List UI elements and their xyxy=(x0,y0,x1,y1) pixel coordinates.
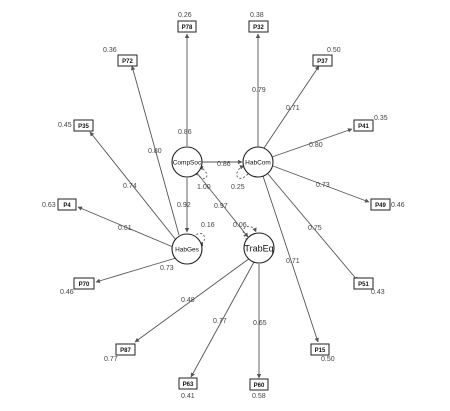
loading-edge-p35 xyxy=(89,131,177,241)
residual-value-p15: 0.50 xyxy=(321,356,335,363)
indicator-p51[interactable]: P51 xyxy=(353,277,374,290)
residual-value-p41: 0.35 xyxy=(374,115,388,122)
latent-trabeq[interactable]: TrabEq xyxy=(243,232,275,264)
loading-edge-p72 xyxy=(130,65,180,236)
loading-value-p60: 0.65 xyxy=(253,320,267,327)
indicator-label: P32 xyxy=(253,25,264,31)
loading-value-p63: 0.77 xyxy=(213,318,227,325)
loading-value-p70: 0.73 xyxy=(160,265,174,272)
indicator-label: P70 xyxy=(79,282,90,288)
indicator-p70[interactable]: P70 xyxy=(73,277,95,290)
loading-value-p41: 0.80 xyxy=(309,142,323,149)
latent-label: CompSoc xyxy=(173,160,202,167)
loading-edge-p37 xyxy=(263,65,320,149)
indicator-p41[interactable]: P41 xyxy=(353,119,374,132)
residual-value-p70: 0.46 xyxy=(60,289,74,296)
indicator-label: P41 xyxy=(358,124,369,130)
indicator-p32[interactable]: P32 xyxy=(248,20,269,33)
indicator-label: P60 xyxy=(254,383,265,389)
residual-value-p49: 0.46 xyxy=(391,202,405,209)
indicator-label: P49 xyxy=(375,203,386,209)
path-edge-compsoc-trabeq xyxy=(196,172,249,238)
indicator-label: P4 xyxy=(63,203,71,209)
loading-edge-p70 xyxy=(95,257,177,283)
residual-value-p72: 0.36 xyxy=(103,47,117,54)
residual-value-p63: 0.41 xyxy=(181,393,195,400)
path-value-compsoc-habges: 0.92 xyxy=(177,202,191,209)
residual-value-p60: 0.58 xyxy=(252,393,266,400)
indicator-p35[interactable]: P35 xyxy=(73,119,94,132)
residual-value-p37: 0.50 xyxy=(327,47,341,54)
indicator-p60[interactable]: P60 xyxy=(249,378,269,391)
loading-value-p51: 0.75 xyxy=(308,225,322,232)
loading-edge-p15 xyxy=(262,175,319,343)
loading-value-p72: 0.80 xyxy=(148,148,162,155)
indicator-label: P87 xyxy=(120,348,131,354)
path-value-compsoc-trabeq: 0.97 xyxy=(214,203,228,210)
latent-label: HabCom xyxy=(245,160,271,167)
loading-value-p15: 0.71 xyxy=(286,258,300,265)
loading-value-p32: 0.79 xyxy=(252,87,266,94)
variance-loop-trabeq xyxy=(242,226,257,241)
indicator-p78[interactable]: P78 xyxy=(177,20,197,33)
indicator-p63[interactable]: P63 xyxy=(178,377,198,390)
indicator-p49[interactable]: P49 xyxy=(370,198,391,211)
indicator-label: P37 xyxy=(317,59,328,65)
latent-label: TrabEq xyxy=(244,244,273,254)
variance-value-habges: 0.16 xyxy=(201,222,215,229)
indicator-p15[interactable]: P15 xyxy=(310,343,330,356)
loading-value-p49: 0.73 xyxy=(316,182,330,189)
latent-habges[interactable]: HabGes xyxy=(171,233,203,265)
path-value-compsoc-habcom: 0.86 xyxy=(217,161,231,168)
residual-value-p35: 0.45 xyxy=(58,122,72,129)
indicator-label: P78 xyxy=(182,25,193,31)
loading-value-p37: 0.71 xyxy=(286,105,300,112)
residual-value-p51: 0.43 xyxy=(371,289,385,296)
indicator-label: P35 xyxy=(78,124,89,130)
variance-value-habcom: 0.25 xyxy=(231,184,245,191)
indicator-p37[interactable]: P37 xyxy=(312,54,333,67)
loading-value-p87: 0.48 xyxy=(181,297,195,304)
loading-edge-p49 xyxy=(272,165,370,203)
loading-value-p4: 0.61 xyxy=(118,225,132,232)
residual-value-p78: 0.26 xyxy=(178,12,192,19)
latent-label: HabGes xyxy=(175,247,200,254)
residual-value-p4: 0.63 xyxy=(42,202,56,209)
residual-value-p87: 0.77 xyxy=(104,356,118,363)
latent-habcom[interactable]: HabCom xyxy=(242,146,274,178)
indicator-label: P51 xyxy=(358,282,369,288)
loading-edge-p87 xyxy=(134,257,251,343)
variance-value-compsoc: 1.00 xyxy=(197,184,211,191)
loading-edge-p51 xyxy=(267,173,359,282)
loading-edge-p4 xyxy=(77,206,174,248)
variance-loop-habges xyxy=(192,233,205,247)
indicator-p72[interactable]: P72 xyxy=(117,54,138,67)
variance-loop-habcom xyxy=(236,165,249,179)
loading-edge-p63 xyxy=(190,261,255,378)
indicator-p87[interactable]: P87 xyxy=(115,343,136,356)
indicator-p4[interactable]: P4 xyxy=(57,198,77,211)
latent-compsoc[interactable]: CompSoc xyxy=(171,146,203,178)
loading-value-p35: 0.74 xyxy=(123,183,137,190)
loading-edge-p41 xyxy=(271,128,353,158)
residual-value-p32: 0.38 xyxy=(250,12,264,19)
indicator-label: P15 xyxy=(315,348,326,354)
indicator-label: P72 xyxy=(122,59,133,65)
indicator-label: P63 xyxy=(183,382,194,388)
variance-loop-compsoc xyxy=(195,165,208,179)
loading-value-p78: 0.86 xyxy=(178,129,192,136)
variance-value-trabeq: 0.06 xyxy=(233,222,247,229)
